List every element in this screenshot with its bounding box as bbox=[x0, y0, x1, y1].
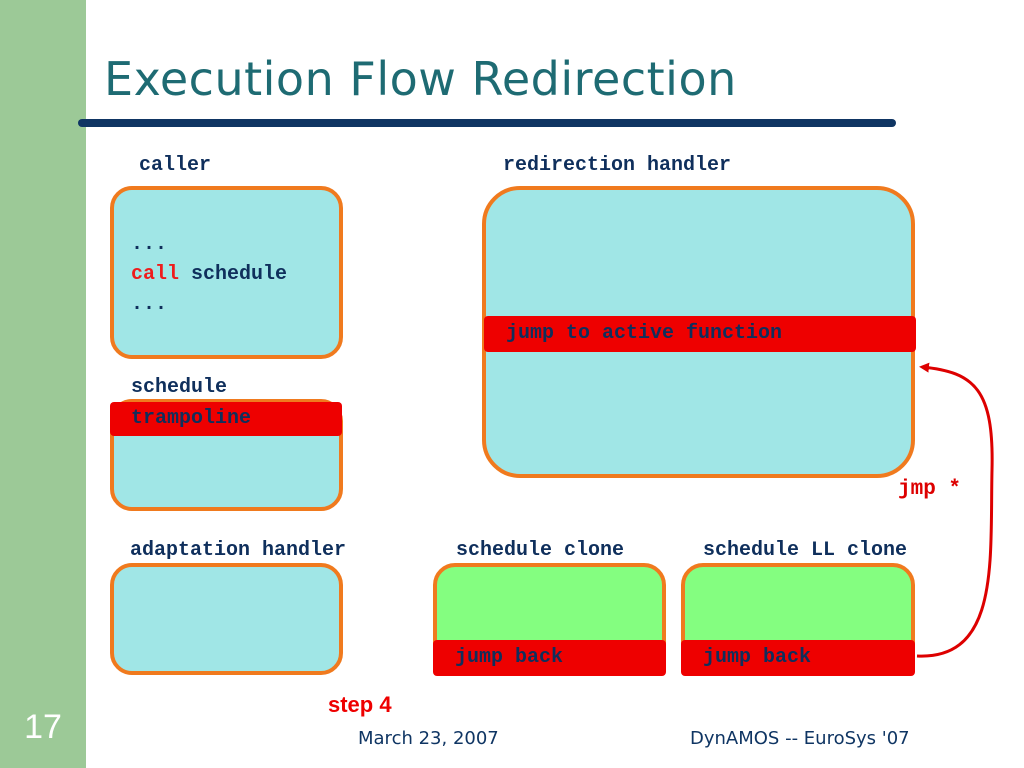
title-underline bbox=[78, 119, 896, 127]
caller-box bbox=[110, 186, 343, 359]
redirection-handler-label: redirection handler bbox=[503, 154, 732, 177]
caller-line-3: ... bbox=[131, 293, 168, 316]
slide-number: 17 bbox=[24, 708, 62, 746]
caller-line-1: ... bbox=[131, 233, 168, 256]
jmp-arrow-label: jmp * bbox=[898, 478, 962, 501]
slide-sidebar bbox=[0, 0, 86, 768]
schedule-clone-label: schedule clone bbox=[456, 539, 625, 562]
jump-to-active-bar: jump to active function bbox=[484, 316, 916, 352]
caller-label: caller bbox=[139, 154, 212, 177]
adaptation-handler-label: adaptation handler bbox=[130, 539, 347, 562]
step-indicator: step 4 bbox=[328, 692, 392, 717]
caller-code: ... call schedule ... bbox=[131, 230, 287, 320]
jmp-arrow-path bbox=[916, 362, 994, 658]
footer-date: March 23, 2007 bbox=[358, 728, 499, 749]
call-keyword: call bbox=[131, 263, 180, 286]
footer-text: DynAMOS -- EuroSys '07 bbox=[690, 728, 910, 749]
schedule-label: schedule bbox=[131, 376, 228, 399]
schedule-ll-clone-jump-back-bar: jump back bbox=[681, 640, 915, 676]
schedule-clone-jump-back-bar: jump back bbox=[433, 640, 666, 676]
trampoline-bar: trampoline bbox=[110, 402, 342, 436]
call-target: schedule bbox=[179, 263, 288, 286]
schedule-ll-clone-label: schedule LL clone bbox=[703, 539, 908, 562]
slide-title: Execution Flow Redirection bbox=[104, 52, 737, 106]
adaptation-handler-box bbox=[110, 563, 343, 675]
